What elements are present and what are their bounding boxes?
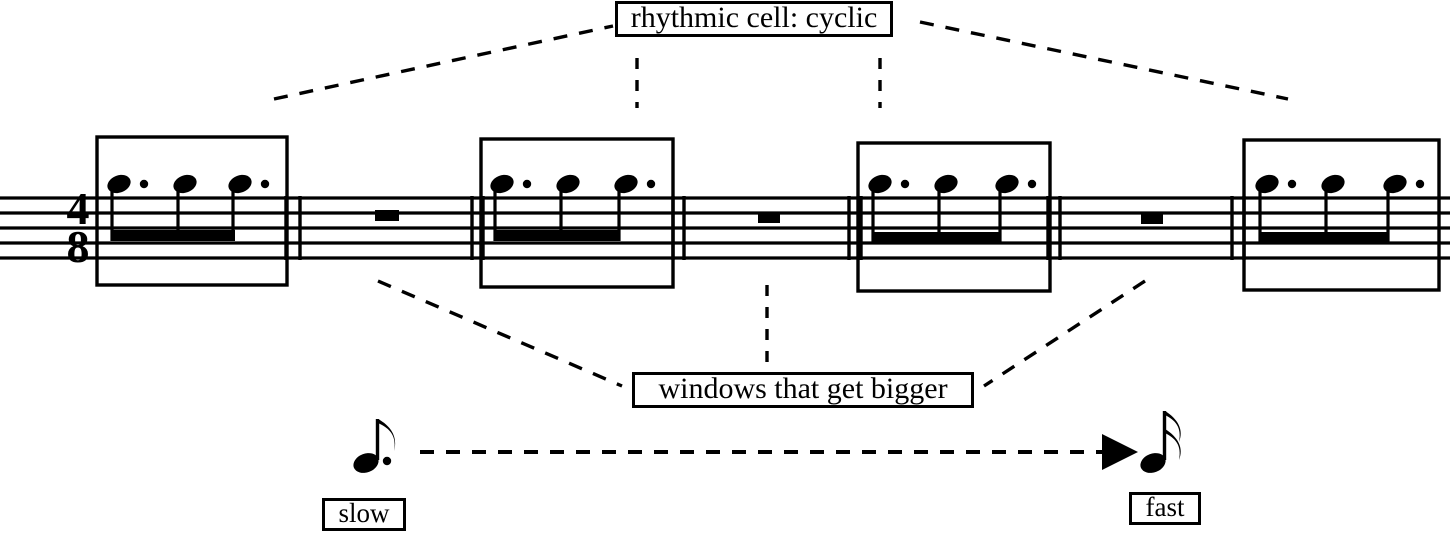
slow-notehead [353,453,379,473]
rest [375,210,399,221]
cell-window [1242,138,1441,292]
top-leader-line [273,24,614,101]
note-groups [107,174,1425,243]
tempo-axis [353,411,1181,473]
beam [111,230,235,241]
time-signature-numerator: 4 [67,183,90,234]
notehead [995,174,1019,194]
notehead [173,174,197,194]
bottom-leader-line [377,279,623,388]
time-signature-denominator: 8 [67,221,90,272]
augmentation-dot [1287,179,1297,189]
notehead [614,174,638,194]
rhythmic-cell-callout: rhythmic cell: cyclic [615,1,893,37]
slow-note-flag [378,419,396,451]
notehead [1321,174,1345,194]
fast-note-flag-1 [1165,411,1181,442]
notehead [107,174,131,194]
rest [758,213,780,223]
augmentation-dot [646,179,656,189]
windows-callout: windows that get bigger [632,372,974,408]
notehead [868,174,892,194]
cell-window [479,137,675,289]
rest [1141,214,1163,224]
staff-lines [0,196,1450,260]
beam [494,230,618,241]
slow-note-dot [382,456,392,466]
fast-notehead [1140,453,1166,473]
cell-window [95,135,289,287]
augmentation-dot [522,179,532,189]
notehead [228,174,252,194]
notehead [490,174,514,194]
notehead [1255,174,1279,194]
augmentation-dot [1415,179,1425,189]
leader-lines [273,20,1289,388]
cell-window [856,141,1052,293]
beam [872,232,1000,243]
augmentation-dot [1027,179,1037,189]
slow-label: slow [322,498,406,531]
notehead [556,174,580,194]
fast-note-flag-2 [1165,429,1181,460]
augmentation-dot [260,179,270,189]
time-signature: 48 [67,183,90,272]
augmentation-dot [900,179,910,189]
bottom-leader-line [983,279,1146,388]
fast-label: fast [1129,492,1201,525]
augmentation-dot [139,179,149,189]
rests [375,210,1163,224]
notehead [934,174,958,194]
notehead [1383,174,1407,194]
top-leader-line [919,20,1289,101]
beam [1259,232,1387,243]
measure-windows [95,135,1441,293]
